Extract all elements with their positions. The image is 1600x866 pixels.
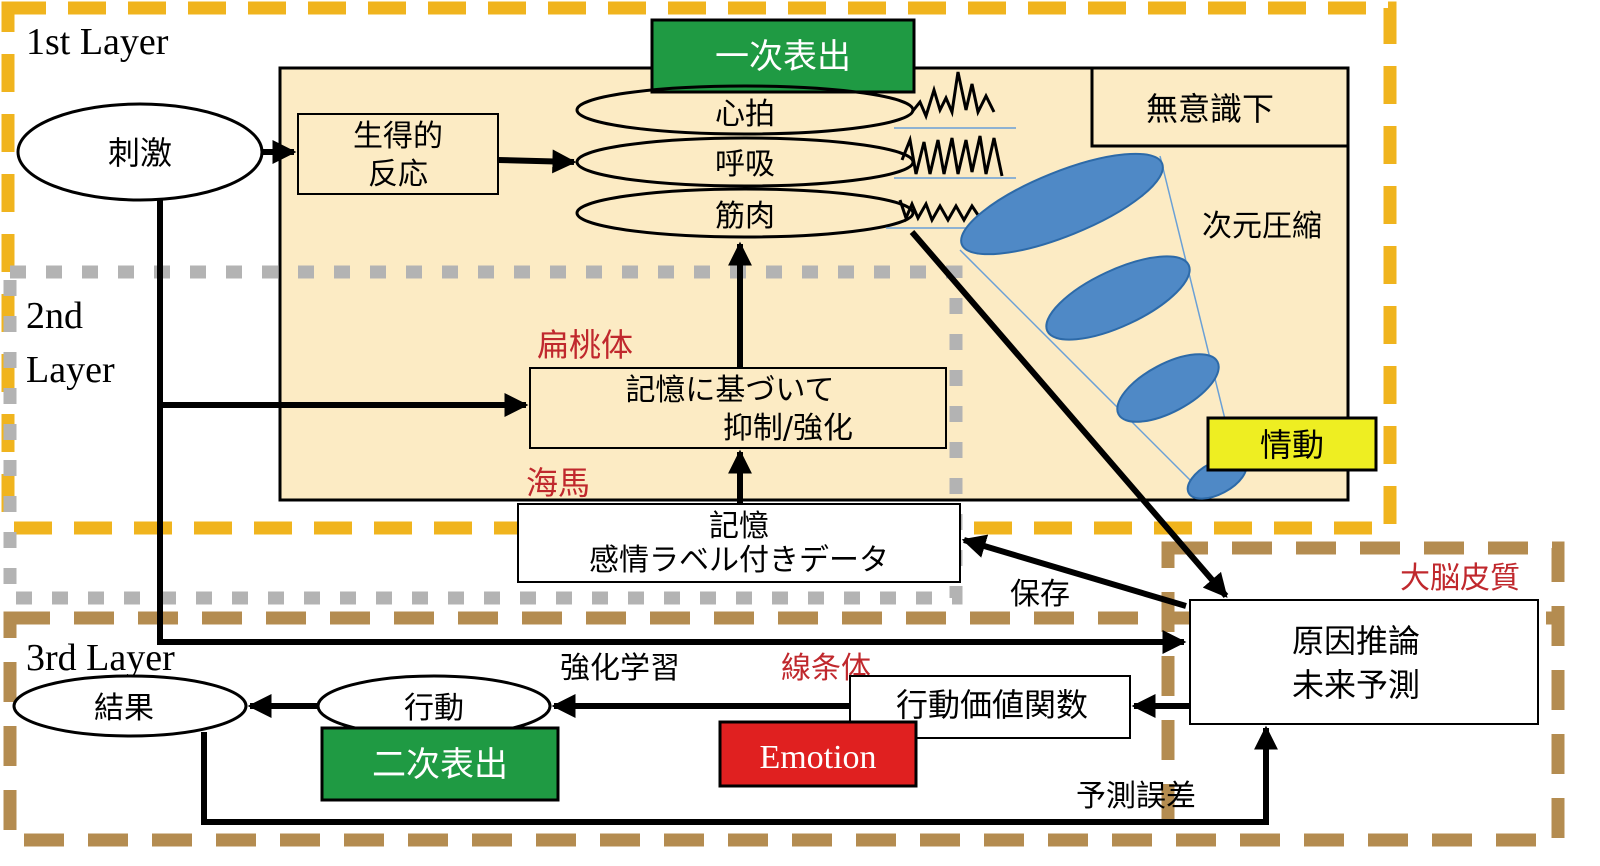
heartbeat-waveform (910, 71, 996, 121)
suppress-line1: 記憶に基づいて (625, 373, 834, 408)
layer3-label: 3rd Layer (26, 637, 175, 679)
layer2-label-line1: 2nd (26, 295, 83, 337)
memory-box (517, 503, 961, 583)
suppress-box (529, 367, 947, 449)
action-value-label: 行動価値関数 (896, 686, 1088, 724)
layer2-label-line2: Layer (26, 349, 115, 391)
secondary-expression-box (320, 726, 560, 802)
cortex-border (1161, 541, 1565, 847)
action-value-box (849, 675, 1131, 739)
affect-box (1206, 416, 1378, 472)
layer3-border (3, 611, 1565, 847)
save-label: 保存 (1010, 577, 1070, 612)
innate-reaction-box (297, 113, 499, 195)
layer1-label: 1st Layer (26, 21, 169, 63)
layer2-border (3, 265, 963, 605)
primary-expression-box (650, 18, 916, 94)
emotion-label: Emotion (759, 739, 876, 776)
action-label: 行動 (404, 691, 464, 726)
subconscious-label: 無意識下 (1146, 90, 1274, 128)
cortex-label: 大脳皮質 (1400, 561, 1520, 596)
muscle-label: 筋肉 (715, 199, 775, 234)
muscle-waveform (898, 199, 982, 224)
primary-expression-label: 一次表出 (715, 37, 851, 77)
muscle-node (575, 187, 915, 239)
arrow-inference-memory (961, 534, 1187, 609)
dimension-reduction-label: 次元圧縮 (1202, 209, 1322, 244)
amygdala-label: 扁桃体 (537, 326, 633, 364)
heartbeat-label: 心拍 (715, 97, 775, 132)
reinforcement-label: 強化学習 (560, 651, 680, 686)
funnel-edge-left (959, 249, 1201, 491)
innate-reaction-line2: 反応 (368, 157, 428, 192)
emotion-box (718, 720, 918, 788)
inference-box (1189, 599, 1539, 725)
suppress-line2: 抑制/強化 (723, 411, 853, 446)
innate-reaction-line1: 生得的 (353, 119, 443, 154)
reduction-ellipse-1 (960, 152, 1164, 256)
secondary-expression-label: 二次表出 (372, 745, 508, 785)
result-label: 結果 (94, 691, 154, 726)
result-node (12, 674, 248, 738)
arrow-result-inference (201, 725, 1278, 825)
inference-line1: 原因推論 (1292, 622, 1420, 660)
memory-line2: 感情ラベル付きデータ (589, 543, 889, 578)
breathing-waveform (900, 134, 1004, 177)
hippocampus-label: 海馬 (526, 464, 590, 502)
arrow-innate-breathing (497, 149, 577, 174)
arrow-muscle-inference (909, 230, 1229, 598)
prediction-error-label: 予測誤差 (1076, 779, 1196, 814)
subconscious-box (1090, 66, 1350, 148)
inference-line2: 未来予測 (1292, 666, 1420, 704)
breathing-label: 呼吸 (715, 147, 775, 182)
memory-line1: 記憶 (709, 509, 769, 544)
stimulus-trunk (157, 200, 1187, 654)
stimulus-label: 刺激 (108, 134, 172, 172)
reduction-ellipse-2 (1045, 255, 1191, 341)
reduction-ellipse-3 (1116, 353, 1220, 423)
affect-label: 情動 (1260, 426, 1324, 464)
